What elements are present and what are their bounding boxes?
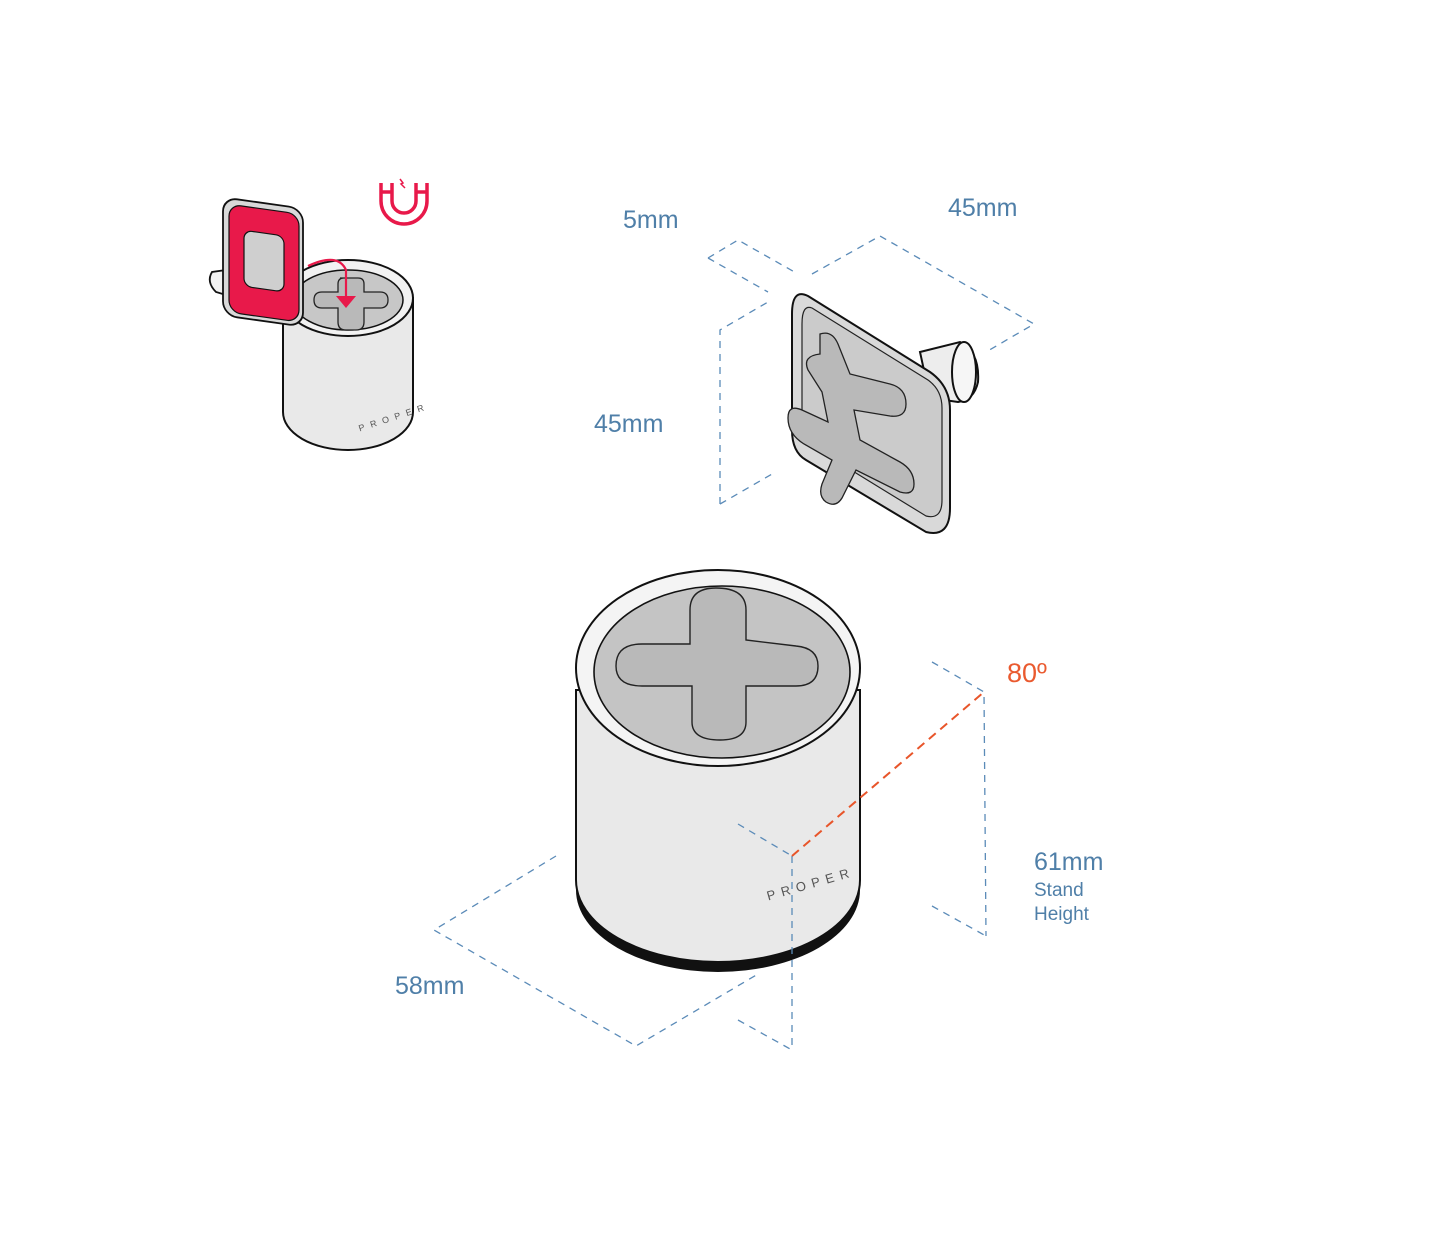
angle-guide-line	[791, 691, 985, 857]
stand-height-value: 61mm	[1034, 848, 1104, 876]
mount-depth-label: 5mm	[623, 206, 679, 234]
magnet-icon	[379, 178, 429, 226]
angle-label: 80º	[1007, 658, 1047, 688]
mount-width-label: 45mm	[948, 194, 1018, 222]
stand-height-caption-1: Stand	[1034, 880, 1084, 901]
mount-height-label: 45mm	[594, 410, 664, 438]
mount-dimension-guides	[707, 235, 1036, 505]
mount-plate-illustration	[787, 293, 980, 534]
stand-dimension-guides	[432, 661, 987, 1051]
stand-height-caption-2: Height	[1034, 904, 1089, 925]
magnetic-plate	[208, 198, 304, 326]
arrow-down-icon	[307, 258, 356, 308]
small-stand-illustration: PROPER	[282, 259, 431, 451]
large-stand-illustration: PROPER	[575, 569, 861, 972]
stand-diameter-label: 58mm	[395, 972, 465, 1000]
